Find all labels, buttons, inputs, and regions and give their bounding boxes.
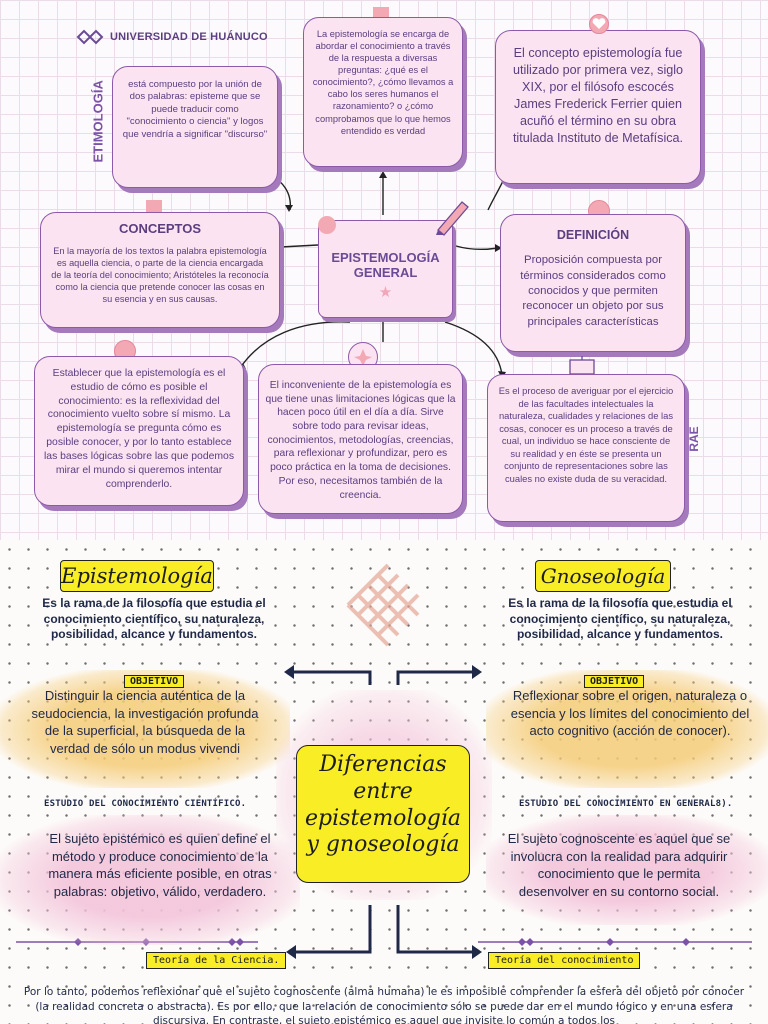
sujeto-text-left: El sujeto epistémico es quien define el … [48,831,272,899]
objetivo-text-left: Distinguir la ciencia auténtica de la se… [31,688,259,756]
etimologia-label: ETIMOLOGÍA [90,80,106,163]
sujeto-text-right: El sujeto cognoscente es aquel que se in… [507,831,731,899]
rae-card: Es el proceso de averiguar por el ejerci… [487,374,685,522]
objetivo-label-right: OBJETIVO [584,675,645,688]
preguntas-card: La epistemología se encarga de abordar e… [303,17,463,167]
conceptos-text: En la mayoría de los textos la palabra e… [51,245,269,304]
pencil-icon [436,201,469,236]
rae-label: RAE [687,426,701,452]
highlight-blob [486,670,768,788]
diferencias-section: Epistemología Es la rama de la filosofía… [0,540,768,1024]
study-label-left: ESTUDIO DEL CONOCIMIENTO CIENTÍFICO. [44,799,247,809]
university-logo-icon [76,29,104,45]
star-icon: ★ [378,283,393,301]
university-logo: UNIVERSIDAD DE HUÁNUCO [76,28,268,46]
objetivo-text-right: Reflexionar sobre el origen, naturaleza … [510,688,750,739]
diferencias-title: Diferencias entre epistemología y gnoseo… [296,745,470,883]
pink-blob [0,815,300,945]
center-title: EPISTEMOLOGÍA GENERAL [331,250,440,280]
study-label-right: ESTUDIO DEL CONOCIMIENTO EN GENERAL8). [519,799,733,809]
epistemologia-title: Epistemología [60,560,214,592]
teoria-label-right: Teoría del conocimiento [488,952,641,969]
pink-blob [486,815,768,925]
objetivo-label-left: OBJETIVO [124,675,185,688]
historia-text: El concepto epistemología fue utilizado … [512,46,684,145]
heart-badge-icon [589,14,609,34]
rae-text: Es el proceso de averiguar por el ejerci… [498,385,674,484]
estudio-card: Establecer que la epistemología es el es… [34,356,244,506]
smiley-icon [318,216,336,234]
university-name: UNIVERSIDAD DE HUÁNUCO [110,31,268,43]
epistemologia-definition: Es la rama de la filosofía que estudia e… [42,596,266,642]
inconveniente-card: El inconveniente de la epistemología es … [258,364,463,514]
estudio-text: Establecer que la epistemología es el es… [43,368,235,490]
inconveniente-text: El inconveniente de la epistemología es … [265,380,456,501]
conceptos-title: CONCEPTOS [118,221,202,236]
historia-card: El concepto epistemología fue utilizado … [495,30,701,184]
gnoseologia-definition: Es la rama de la filosofía que estudia e… [508,596,732,642]
preguntas-text: La epistemología se encarga de abordar e… [312,29,454,136]
etimologia-text: está compuesto por la unión de dos palab… [122,79,268,140]
definicion-title: DEFINICIÓN [556,228,630,242]
conclusion-paragraph: Por lo tanto, podemos reflexionar que el… [23,986,745,1024]
definicion-card: DEFINICIÓN Proposición compuesta por tér… [500,214,686,352]
gnoseologia-title: Gnoseología [535,560,671,592]
teoria-label-left: Teoría de la Ciencia. [146,952,287,969]
conceptos-card: CONCEPTOS En la mayoría de los textos la… [40,212,280,328]
definicion-text: Proposición compuesta por términos consi… [520,254,666,328]
highlight-blob [0,670,290,788]
etimologia-card: está compuesto por la unión de dos palab… [112,66,278,188]
epistemologia-general-box: EPISTEMOLOGÍA GENERAL ★ [318,220,453,318]
epistemologia-mindmap: UNIVERSIDAD DE HUÁNUCO ETIMOLOGÍA está c… [0,0,768,540]
decorative-lattice [346,563,420,647]
